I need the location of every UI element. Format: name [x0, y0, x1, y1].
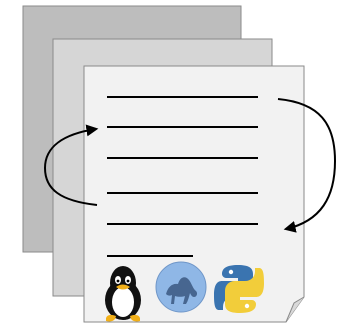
tux-linux-icon — [105, 266, 141, 322]
python-icon — [214, 265, 264, 313]
loop-arrow-icon — [277, 98, 337, 233]
perl-camel-icon — [155, 261, 207, 313]
folded-corner — [285, 296, 305, 323]
loop-arrow-icon — [43, 124, 99, 206]
language-icons — [105, 261, 264, 322]
text-lines — [107, 96, 258, 257]
